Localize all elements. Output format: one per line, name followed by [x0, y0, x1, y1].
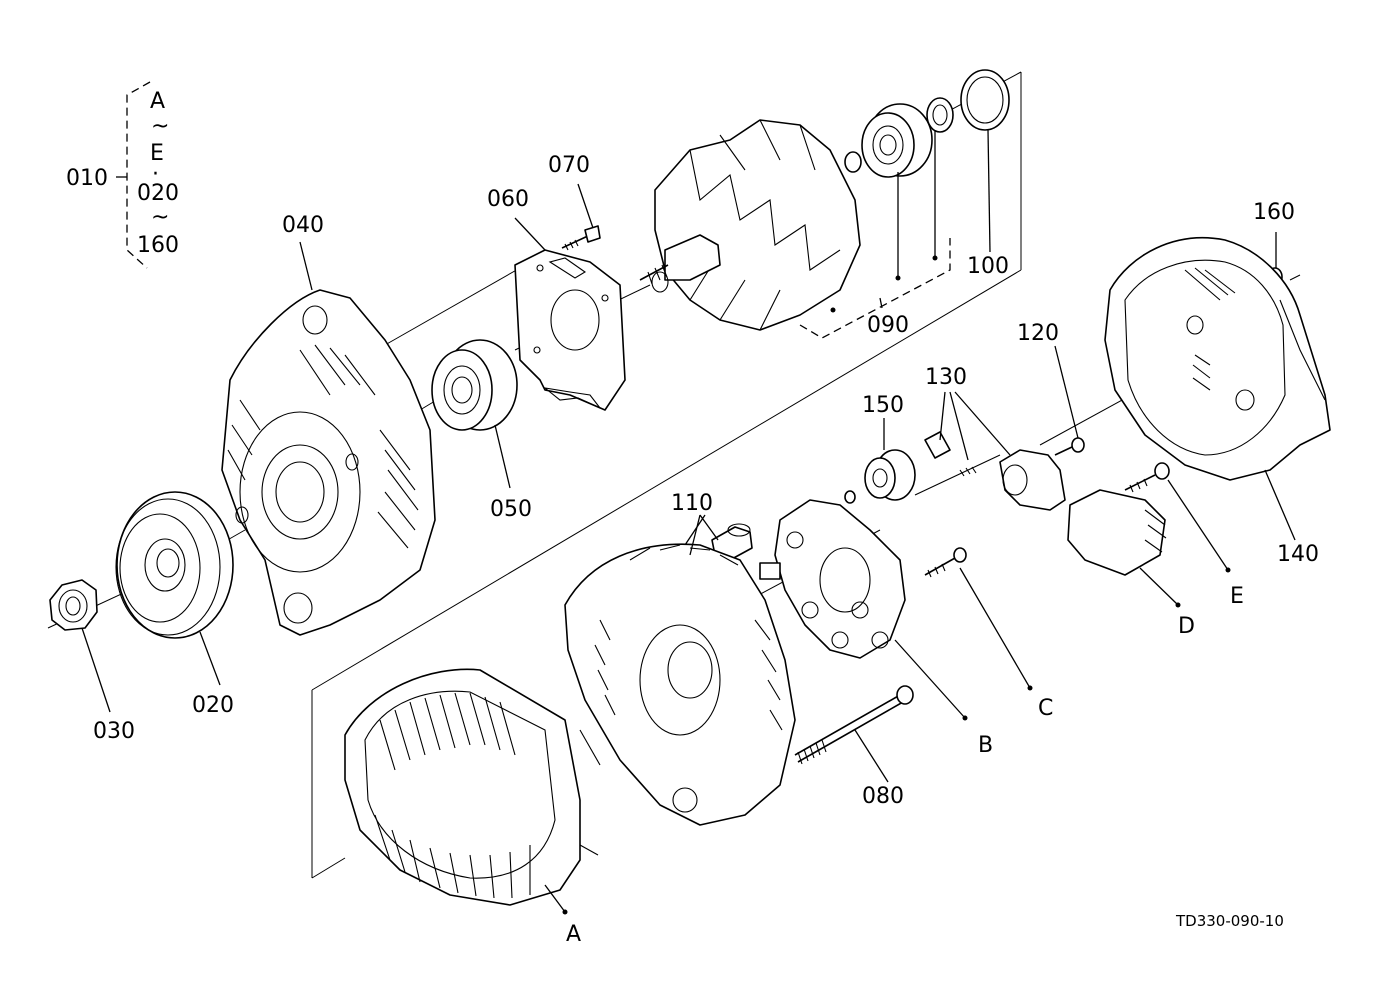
part-040-front-housing [221, 241, 436, 636]
part-c-screw [924, 547, 1033, 691]
callout-100: 100 [967, 254, 1009, 279]
part-rotor [639, 119, 862, 331]
part-rear-housing [564, 514, 796, 826]
callout-050: 050 [490, 497, 532, 522]
part-e-screw [1124, 462, 1231, 573]
callout-b: B [978, 733, 993, 758]
part-030-nut [49, 579, 111, 713]
part-120-screw [1054, 345, 1085, 456]
part-140-rear-cover [1104, 237, 1331, 541]
callout-040: 040 [282, 213, 324, 238]
part-060-retainer-plate [514, 217, 626, 411]
part-090-bearing [799, 103, 951, 339]
part-070-screw [561, 183, 601, 251]
callout-080: 080 [862, 784, 904, 809]
part-020-pulley [115, 491, 234, 686]
part-d-regulator [1067, 489, 1181, 608]
callout-a: A [566, 922, 581, 947]
callout-150: 150 [862, 393, 904, 418]
range-start-a: A [150, 89, 165, 114]
set-bracket-010: 010 A ~ E · 020 ~ 160 [66, 81, 179, 269]
part-a-stator [344, 668, 601, 915]
callout-120: 120 [1017, 321, 1059, 346]
callout-130: 130 [925, 365, 967, 390]
callout-e: E [1230, 584, 1244, 609]
callout-030: 030 [93, 719, 135, 744]
callout-020: 020 [192, 693, 234, 718]
part-100-shims [926, 69, 1010, 258]
label-010: 010 [66, 166, 108, 191]
part-130-brush-holder [924, 391, 1066, 511]
range-end-e: E [150, 141, 164, 166]
figure-code: TD330-090-10 [1175, 912, 1284, 930]
part-050-bearing [431, 339, 518, 489]
callout-c: C [1038, 696, 1053, 721]
range-tilde-1: ~ [151, 114, 169, 139]
part-b-rectifier [759, 490, 968, 721]
callout-labels: 020 030 040 050 060 070 080 090 100 110 … [93, 153, 1319, 947]
part-080-through-bolt [794, 685, 914, 783]
callout-110: 110 [671, 491, 713, 516]
range-separator: · [152, 162, 159, 187]
range-tilde-2: ~ [151, 205, 169, 230]
callout-d: D [1178, 614, 1195, 639]
callout-140: 140 [1277, 542, 1319, 567]
part-150-bearing [864, 418, 916, 501]
callout-090: 090 [867, 313, 909, 338]
callout-160: 160 [1253, 200, 1295, 225]
callout-060: 060 [487, 187, 529, 212]
range-end-160: 160 [137, 233, 179, 258]
callout-070: 070 [548, 153, 590, 178]
range-start-020: 020 [137, 181, 179, 206]
